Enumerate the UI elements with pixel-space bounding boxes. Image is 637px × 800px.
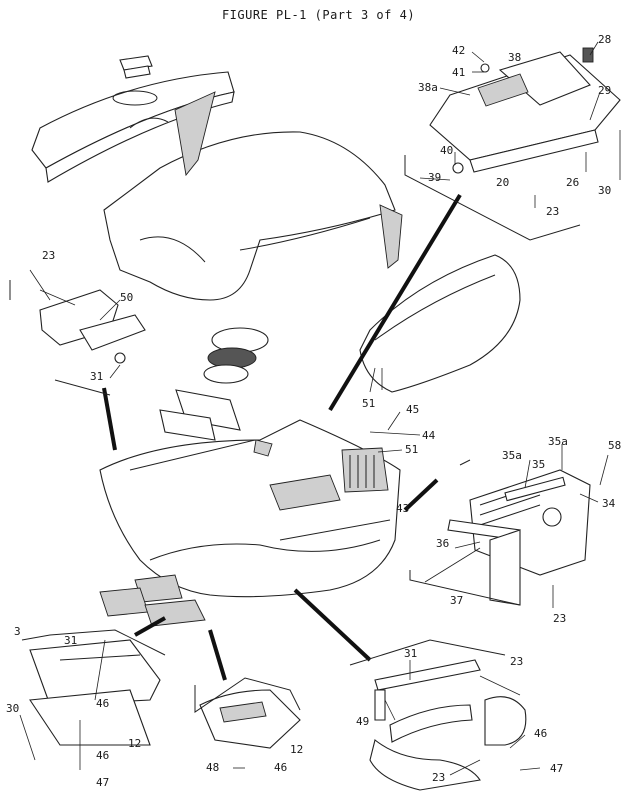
lower-cover-center-part — [199, 689, 301, 749]
leader-lines — [19, 41, 621, 776]
callout-36: 36 — [436, 537, 450, 550]
callout-12-center: 12 — [290, 743, 304, 756]
callout-46-center: 46 — [274, 761, 288, 774]
gasket-ring-parts — [159, 327, 273, 457]
callout-31-right: 31 — [404, 647, 418, 660]
windshield-part — [359, 254, 521, 393]
callout-28: 28 — [598, 33, 612, 46]
callout-45: 45 — [406, 403, 420, 416]
callout-46-right: 46 — [534, 727, 548, 740]
callout-46-left: 46 — [96, 697, 110, 710]
fuel-tank-part — [447, 469, 591, 606]
callout-35a-right: 35a — [548, 435, 568, 448]
callout-29: 29 — [598, 84, 612, 97]
callout-35: 35 — [532, 458, 546, 471]
assembly-guide-lines — [102, 193, 462, 681]
callout-38a: 38a — [418, 81, 438, 94]
callout-42: 42 — [452, 44, 466, 57]
callout-47-right: 47 — [550, 762, 564, 775]
group-bracket-lines — [9, 155, 581, 713]
callout-31-left: 31 — [90, 370, 104, 383]
callout-48: 48 — [206, 761, 220, 774]
callout-58: 58 — [608, 439, 622, 452]
callout-50: 50 — [120, 291, 134, 304]
callout-23-bottom-right: 23 — [510, 655, 524, 668]
callout-41: 41 — [452, 66, 466, 79]
callout-26: 26 — [566, 176, 580, 189]
lower-body-part — [99, 419, 401, 598]
callout-40: 40 — [440, 144, 454, 157]
callout-51-lower: 51 — [405, 443, 419, 456]
callout-43: 43 — [396, 502, 410, 515]
hood-shroud-part — [103, 91, 403, 301]
callout-31-bottom-left: 31 — [64, 634, 78, 647]
callout-23-top: 23 — [546, 205, 560, 218]
hinge-bracket-part — [369, 659, 527, 791]
callout-23-right: 23 — [553, 612, 567, 625]
callout-49: 49 — [356, 715, 370, 728]
side-bracket-part — [39, 289, 146, 364]
figure-title: FIGURE PL-1 (Part 3 of 4) — [221, 8, 416, 22]
callout-51-upper: 51 — [362, 397, 376, 410]
callout-39: 39 — [428, 171, 442, 184]
callout-12-left: 12 — [128, 737, 142, 750]
callout-23-bottom: 23 — [432, 771, 446, 784]
callout-46-bottom-left: 46 — [96, 749, 110, 762]
callout-3: 3 — [14, 625, 21, 638]
callout-23-left: 23 — [42, 249, 56, 262]
seat-base-part — [429, 47, 621, 174]
callout-37: 37 — [450, 594, 464, 607]
radiator-part — [341, 447, 389, 493]
callout-38: 38 — [508, 51, 522, 64]
callout-44: 44 — [422, 429, 436, 442]
callout-30-bottom: 30 — [6, 702, 20, 715]
callout-20: 20 — [496, 176, 510, 189]
callout-34: 34 — [602, 497, 616, 510]
callout-35a-left: 35a — [502, 449, 522, 462]
callout-30-top: 30 — [598, 184, 612, 197]
callout-47-left: 47 — [96, 776, 110, 789]
lower-cover-left-part — [29, 639, 161, 746]
